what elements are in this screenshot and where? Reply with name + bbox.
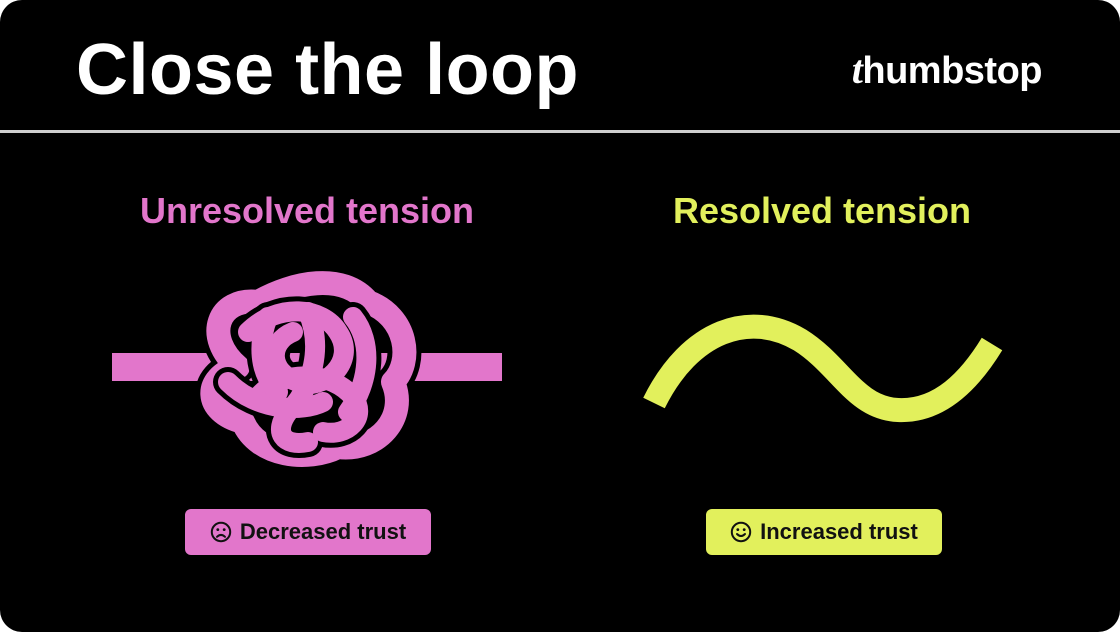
header-divider [0,130,1120,133]
tangled-knot-icon [112,266,502,467]
smooth-wave-icon [643,314,1003,423]
resolved-heading: Resolved tension [672,190,972,231]
unresolved-heading: Unresolved tension [139,190,475,231]
page-title: Close the loop [76,30,580,110]
brand-logo-lead: t [851,47,863,92]
decreased-trust-label: Decreased trust [239,519,407,544]
frown-face-icon [210,521,232,543]
brand-logo: thumbstop [851,46,1043,95]
smile-face-icon [730,521,752,543]
brand-logo-rest: humbstop [862,50,1042,92]
increased-trust-badge: Increased trust [706,509,942,555]
decreased-trust-badge: Decreased trust [185,509,431,555]
increased-trust-label: Increased trust [760,519,918,544]
